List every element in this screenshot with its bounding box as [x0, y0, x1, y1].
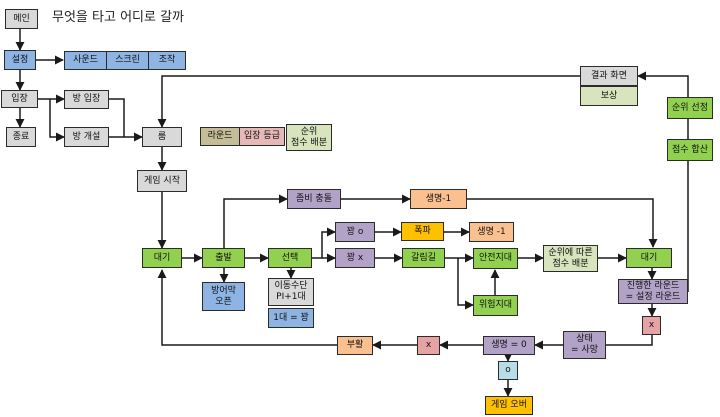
node-zombie: 좀비 충돌 — [287, 189, 341, 209]
node-wait-2: 대기 — [626, 248, 672, 268]
node-safe-zone: 안전지대 — [473, 248, 518, 269]
node-rank-score: 순위 점수 배분 — [286, 124, 332, 151]
node-life-zero: 생명 = 0 — [483, 336, 535, 355]
node-dud-x: 꽝 x — [335, 248, 375, 268]
node-one-car: 1대 = 꽝 — [268, 308, 314, 328]
node-fork: 갈림길 — [402, 248, 445, 268]
node-x-mid: x — [417, 336, 440, 355]
node-x-right: x — [642, 316, 661, 335]
node-life-minus: 생명-1 — [410, 189, 467, 209]
node-main: 메인 — [5, 9, 38, 29]
node-reward: 보상 — [580, 86, 638, 106]
node-game-start: 게임 시작 — [137, 170, 187, 192]
node-rank-based: 순위에 따른 점수 배분 — [543, 245, 598, 272]
node-barrier: 방어막 오픈 — [202, 282, 245, 311]
node-vehicle: 이동수단 PI+1대 — [268, 278, 314, 306]
node-wait-1: 대기 — [142, 248, 182, 268]
node-state-dead: 상태 = 사망 — [563, 331, 606, 359]
node-create-room: 방 개설 — [64, 127, 109, 147]
diagram-title: 무엇을 타고 어디로 갈까 — [52, 10, 184, 25]
node-danger-zone: 위험지대 — [473, 295, 518, 316]
node-entry-grade: 입장 등급 — [239, 127, 285, 146]
node-settings: 설정 — [4, 50, 36, 70]
node-sound: 사운드 — [64, 51, 107, 70]
node-bomb: 폭파 — [401, 222, 444, 241]
node-score-sum: 점수 합산 — [667, 139, 713, 161]
node-game-over: 게임 오버 — [485, 396, 533, 415]
node-result: 결과 화면 — [580, 66, 638, 86]
node-enter: 입장 — [1, 90, 38, 108]
node-depart: 출발 — [202, 248, 245, 268]
node-round: 라운드 — [200, 127, 240, 146]
node-select: 선택 — [268, 248, 312, 268]
node-room: 룸 — [142, 127, 182, 147]
node-revive: 부활 — [337, 336, 373, 355]
node-round-check: 진행한 라운드 = 설정 라운드 — [618, 279, 688, 304]
node-join-room: 방 입장 — [64, 90, 109, 109]
node-life-minus-2: 생명 -1 — [469, 222, 514, 242]
node-quit: 종료 — [6, 127, 36, 147]
node-control: 조작 — [148, 51, 186, 70]
node-o: o — [498, 361, 518, 380]
node-rank-select: 순위 선정 — [667, 97, 713, 119]
node-screen: 스크린 — [106, 51, 149, 70]
node-dud-o: 꽝 o — [335, 222, 375, 242]
